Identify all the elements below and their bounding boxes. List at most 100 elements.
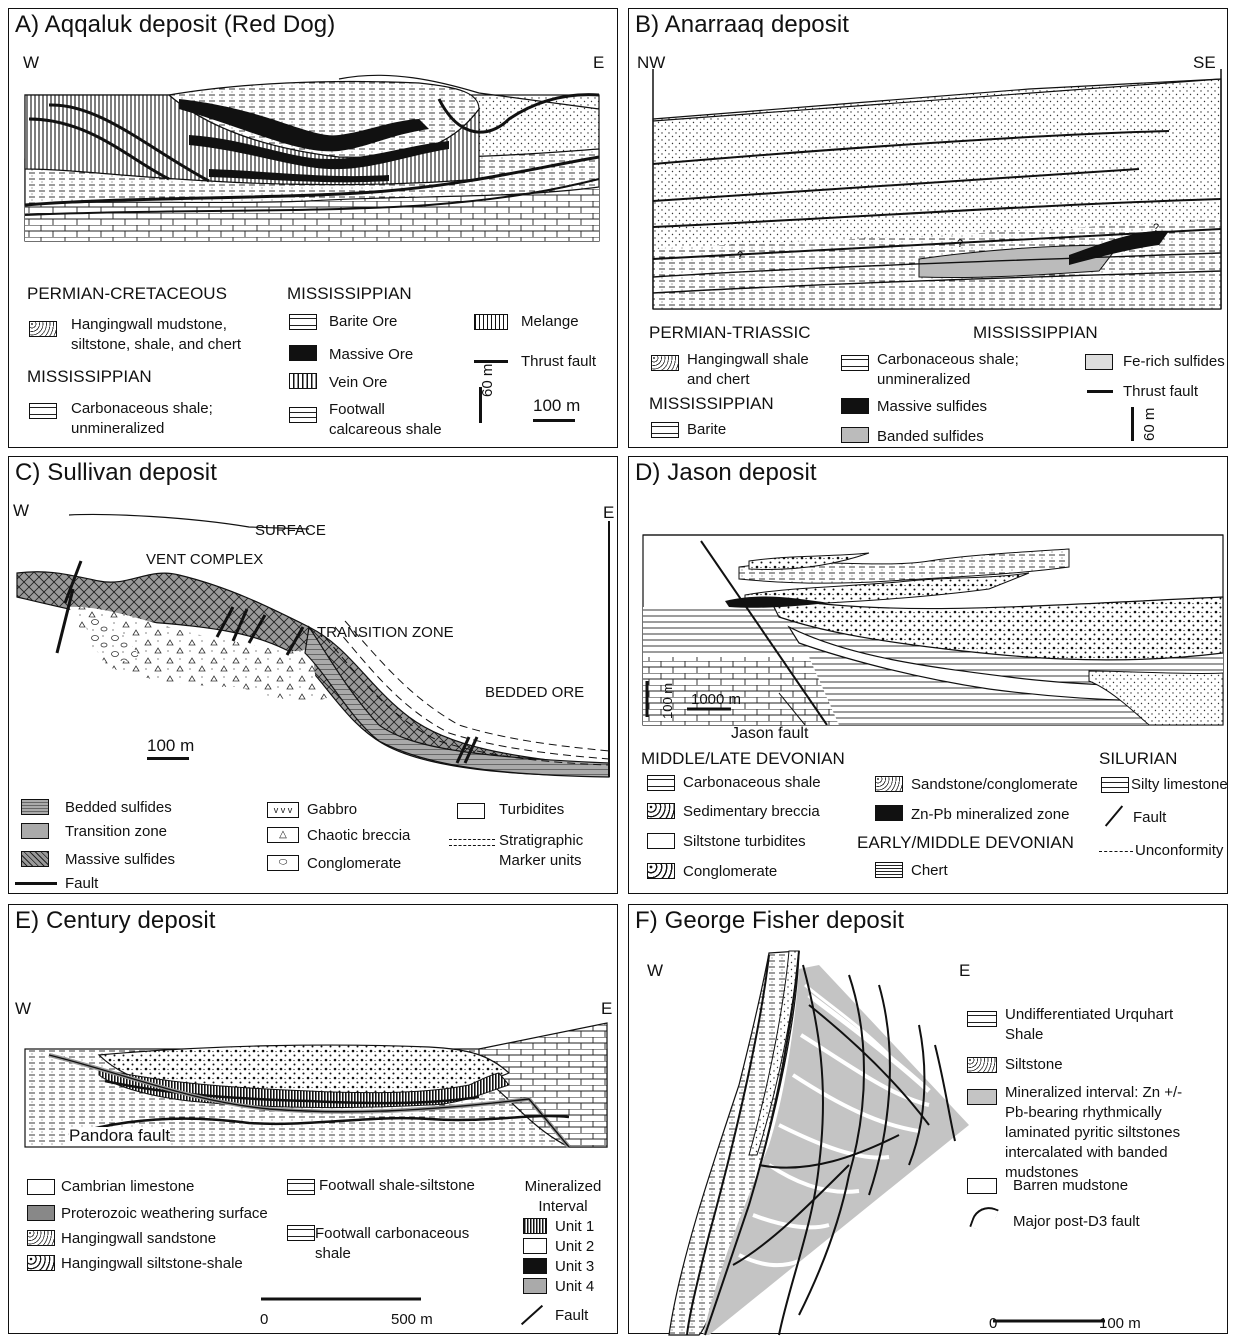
panel-a-swatch-hangingwall: [29, 321, 57, 337]
panel-a-scale-vertical-label: 60 m: [479, 364, 497, 397]
panel-a-swatch-vein-ore: [289, 373, 317, 389]
panel-b-label-massive-sulfides: Massive sulfides: [877, 398, 987, 416]
panel-e: E) Century deposit W E Pandora fault Cam…: [8, 904, 618, 1334]
panel-e-swatch-unit4: [523, 1278, 547, 1294]
panel-d-swatch-conglomerate: [647, 863, 675, 879]
panel-b-heading-permian-triassic: PERMIAN-TRIASSIC: [649, 323, 811, 343]
panel-c-swatch-transition-zone: [21, 823, 49, 839]
panel-e-swatch-unit1: [523, 1218, 547, 1234]
panel-b-label-fe-rich-sulfides: Fe-rich sulfides: [1123, 353, 1225, 371]
panel-d-label-fault: Fault: [1133, 809, 1166, 827]
panel-b-scale-bar-vertical: [1131, 407, 1134, 441]
panel-d-heading-middle-late-devonian: MIDDLE/LATE DEVONIAN: [641, 749, 845, 769]
panel-a-heading-mississippian-mid: MISSISSIPPIAN: [287, 284, 412, 304]
panel-a-label-vein-ore: Vein Ore: [329, 374, 387, 392]
panel-c-label-transition-zone-legend: Transition zone: [65, 823, 167, 841]
panel-a-heading-mississippian-left: MISSISSIPPIAN: [27, 367, 152, 387]
panel-c-label-turbidites: Turbidites: [499, 801, 564, 819]
panel-b-swatch-thrust-fault: [1087, 390, 1113, 393]
panel-f-label-siltstone: Siltstone: [1005, 1056, 1063, 1074]
panel-a-swatch-massive-ore: [289, 345, 317, 361]
panel-e-scale-500: 500 m: [391, 1311, 433, 1329]
panel-d-label-siltstone-turbidites: Siltstone turbidites: [683, 833, 806, 851]
panel-d-heading-silurian: SILURIAN: [1099, 749, 1177, 769]
panel-d-label-silty-limestone: Silty limestone: [1131, 776, 1228, 794]
panel-a-swatch-barite-ore: [289, 314, 317, 330]
panel-f-label-barren: Barren mudstone: [1013, 1177, 1128, 1195]
panel-d-scale-horizontal-label: 1000 m: [691, 691, 741, 709]
panel-c-label-gabbro: Gabbro: [307, 801, 357, 819]
panel-e-label-unit3: Unit 3: [555, 1258, 594, 1276]
panel-d-label-unconformity: Unconformity: [1135, 842, 1223, 860]
panel-c-label-bedded-sulfides: Bedded sulfides: [65, 799, 172, 817]
panel-e-label-fw-carbonaceous: Footwall carbonaceous shale: [315, 1224, 495, 1264]
panel-b-heading-mississippian-mid: MISSISSIPPIAN: [973, 323, 1098, 343]
panel-b-label-barite: Barite: [687, 421, 726, 439]
panel-c: C) Sullivan deposit W E SURFACE VENT COM…: [8, 456, 618, 894]
panel-d-label-chert: Chert: [911, 862, 948, 880]
panel-b-swatch-barite: [651, 422, 679, 438]
panel-b-swatch-carbonaceous-shale: [841, 355, 869, 371]
panel-e-label-fw-shale: Footwall shale-siltstone: [319, 1177, 475, 1195]
panel-b-heading-mississippian-left: MISSISSIPPIAN: [649, 394, 774, 414]
panel-e-label-hw-sandstone: Hangingwall sandstone: [61, 1230, 216, 1248]
panel-f-swatch-urquhart: [967, 1011, 997, 1027]
panel-d-cross-section: [629, 457, 1229, 895]
panel-e-scale-0: 0: [260, 1311, 268, 1329]
panel-b-label-banded-sulfides: Banded sulfides: [877, 428, 984, 446]
panel-a-label-massive-ore: Massive Ore: [329, 346, 413, 364]
panel-b-swatch-banded-sulfides: [841, 427, 869, 443]
panel-b-question-mark-1: ?: [737, 250, 743, 262]
panel-b-question-mark-2: ?: [957, 238, 963, 250]
panel-c-gabbro-symbol: v v v: [274, 805, 293, 815]
panel-e-label-unit1: Unit 1: [555, 1218, 594, 1236]
panel-a-label-melange: Melange: [521, 313, 579, 331]
panel-a-swatch-carbonaceous-shale: [29, 403, 57, 419]
panel-d-swatch-siltstone-turbidites: [647, 833, 675, 849]
panel-d: D) Jason deposit 100 m 1000 m Jason faul…: [628, 456, 1228, 894]
panel-f-swatch-mineralized: [967, 1089, 997, 1105]
panel-d-label-sandstone-conglomerate: Sandstone/conglomerate: [911, 776, 1078, 794]
panel-e-heading-mineralized: Mineralized Interval: [523, 1177, 603, 1217]
panel-e-label-hw-siltstone: Hangingwall siltstone-shale: [61, 1255, 243, 1273]
panel-e-swatch-proterozoic: [27, 1205, 55, 1221]
panel-f-scale-0: 0: [989, 1315, 997, 1333]
panel-b-swatch-hangingwall: [651, 355, 679, 371]
panel-d-label-jason-fault: Jason fault: [731, 725, 808, 743]
panel-a: A) Aqqaluk deposit (Red Dog) W E PERMIAN…: [8, 8, 618, 448]
panel-b-label-thrust-fault: Thrust fault: [1123, 383, 1198, 401]
panel-a-label-carbonaceous-shale: Carbonaceous shale; unmineralized: [71, 399, 231, 439]
panel-c-swatch-turbidites: [457, 803, 485, 819]
panel-e-swatch-unit3: [523, 1258, 547, 1274]
panel-e-swatch-unit2: [523, 1238, 547, 1254]
panel-c-label-massive-sulfides: Massive sulfides: [65, 851, 175, 869]
panel-f: F) George Fisher deposit W E Undifferent…: [628, 904, 1228, 1334]
panel-a-swatch-footwall: [289, 407, 317, 423]
panel-e-label-unit4: Unit 4: [555, 1278, 594, 1296]
panel-d-swatch-znpb-zone: [875, 805, 903, 821]
panel-b-swatch-fe-rich-sulfides: [1085, 354, 1113, 370]
panel-e-swatch-fw-carbonaceous: [287, 1225, 315, 1241]
panel-e-label-unit2: Unit 2: [555, 1238, 594, 1256]
panel-d-swatch-chert: [875, 862, 903, 878]
panel-b-swatch-massive-sulfides: [841, 398, 869, 414]
panel-b-question-mark-3: ?: [1153, 222, 1159, 234]
panel-c-label-transition-zone: TRANSITION ZONE: [317, 624, 454, 642]
panel-e-swatch-hw-sandstone: [27, 1230, 55, 1246]
panel-f-label-mineralized: Mineralized interval: Zn +/- Pb-bearing …: [1005, 1083, 1205, 1183]
panel-d-swatch-sedimentary-breccia: [647, 803, 675, 819]
panel-a-label-hangingwall: Hangingwall mudstone, siltstone, shale, …: [71, 315, 261, 355]
panel-c-swatch-gabbro: v v v: [267, 802, 299, 818]
panel-c-label-bedded-ore: BEDDED ORE: [485, 684, 584, 702]
panel-d-swatch-carbonaceous-shale: [647, 775, 675, 791]
panel-a-swatch-thrust-fault: [474, 360, 508, 363]
panel-a-scale-horizontal-label: 100 m: [533, 397, 580, 415]
panel-c-scale-bar: [147, 757, 189, 760]
panel-b-label-hangingwall: Hangingwall shale and chert: [687, 350, 827, 390]
panel-d-label-sedimentary-breccia: Sedimentary breccia: [683, 803, 820, 821]
panel-b: B) Anarraaq deposit NW SE ? ? ? PERMIAN-…: [628, 8, 1228, 448]
panel-c-label-fault: Fault: [65, 875, 98, 893]
panel-d-scale-vertical-label: 100 m: [659, 683, 677, 719]
panel-c-swatch-conglomerate: ⬭: [267, 855, 299, 871]
panel-c-label-conglomerate: Conglomerate: [307, 855, 401, 873]
